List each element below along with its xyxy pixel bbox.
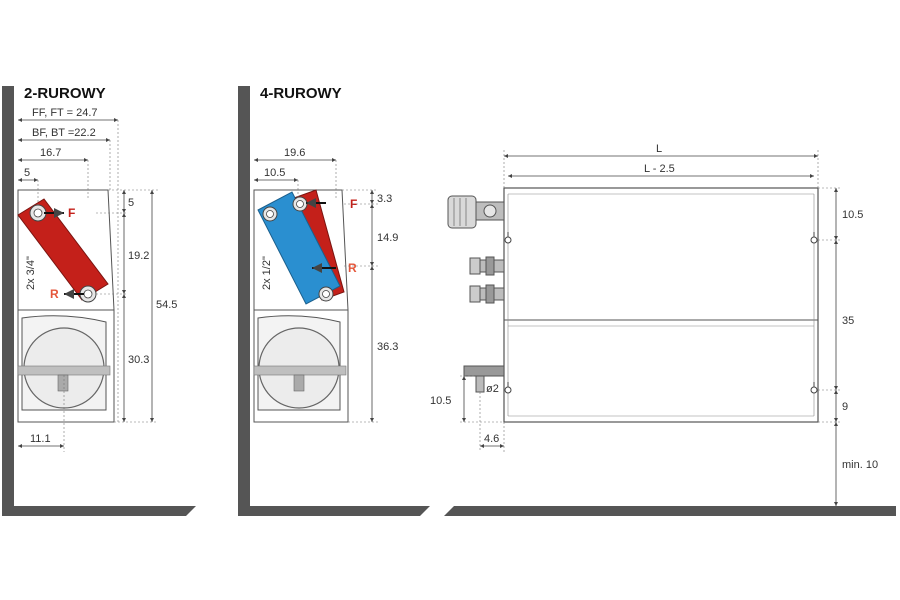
dim-10-5-right: 10.5 — [842, 209, 863, 221]
dim-phi2: ø2 — [486, 383, 499, 395]
pipe-connection-lower — [469, 284, 505, 304]
dim-L: L — [656, 143, 662, 155]
label-return-4: R — [348, 261, 357, 275]
pipe-size-label: 2x 3/4" — [25, 256, 37, 290]
floor-middle — [238, 506, 430, 516]
dim-10-5-mid: 10.5 — [264, 167, 285, 179]
unit-front — [503, 187, 819, 423]
drain-spigot-4 — [293, 374, 305, 392]
drain-tray — [17, 365, 111, 376]
dim-3-3: 3.3 — [377, 193, 392, 205]
wall-middle — [238, 86, 250, 516]
title-2-pipe: 2-RUROWY — [24, 85, 106, 102]
dim-5-right: 5 — [128, 197, 134, 209]
dim-9: 9 — [842, 401, 848, 413]
floor-right — [444, 506, 896, 516]
dim-30-3: 30.3 — [128, 354, 149, 366]
title-4-pipe: 4-RUROWY — [260, 85, 342, 102]
dim-5-top: 5 — [24, 167, 30, 179]
dim-35: 35 — [842, 315, 854, 327]
label-return: R — [50, 287, 59, 301]
dim-min-10: min. 10 — [842, 459, 878, 471]
mounting-hole-br — [810, 382, 818, 394]
dim-ff-ft: FF, FT = 24.7 — [32, 107, 98, 119]
dim-54-5: 54.5 — [156, 299, 177, 311]
dim-19-6: 19.6 — [284, 147, 305, 159]
dim-14-9: 14.9 — [377, 232, 398, 244]
pipe-connection-upper — [469, 256, 505, 276]
drain-tray-4 — [253, 365, 347, 376]
mounting-hole-tr — [810, 232, 818, 244]
drain-spigot — [57, 374, 69, 392]
dim-11-1: 11.1 — [30, 433, 51, 445]
thermostatic-valve — [447, 195, 505, 229]
mounting-hole-tl — [504, 232, 512, 244]
pipe-size-label-4: 2x 1/2" — [261, 256, 273, 290]
mounting-hole-bl — [504, 382, 512, 394]
dim-16-7: 16.7 — [40, 147, 61, 159]
dim-4-6: 4.6 — [484, 433, 499, 445]
heat-exchanger-coil — [17, 198, 109, 301]
dim-L-minus: L - 2.5 — [644, 163, 675, 175]
dim-19-2: 19.2 — [128, 250, 149, 262]
dim-bf-bt: BF, BT =22.2 — [32, 127, 96, 139]
dim-36-3: 36.3 — [377, 341, 398, 353]
floor-left — [2, 506, 196, 516]
panel-4-pipe: 4-RUROWY F R 2x 1/2" 19.6 10.5 — [238, 85, 430, 516]
cold-water-coil — [257, 191, 341, 305]
wall-left — [2, 86, 14, 516]
label-flow: F — [68, 206, 75, 220]
panel-front-view: L L - 2.5 10.5 35 9 min. 10 10.5 ø2 4.6 — [430, 143, 896, 516]
dim-10-5-left: 10.5 — [430, 395, 451, 407]
panel-2-pipe: 2-RUROWY F R 2x 3/4" FF, FT = 24.7 BF, B… — [2, 85, 196, 516]
